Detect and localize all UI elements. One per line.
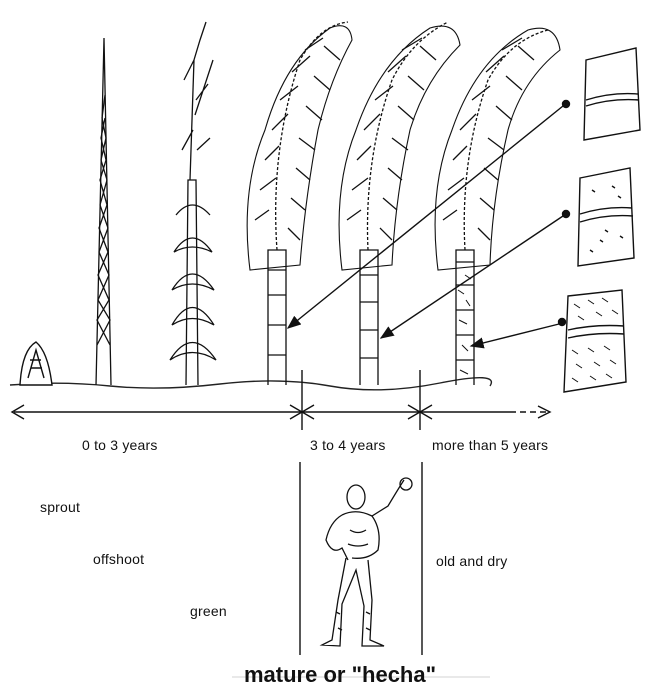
pointer-dot-old [559, 319, 566, 326]
stage-old-label: old and dry [436, 553, 507, 569]
old-bamboo-illustration [435, 28, 560, 385]
pointer-arrow-mature [381, 216, 563, 338]
offshoot-illustration [96, 38, 111, 385]
sprout-illustration [20, 342, 52, 385]
culm-section-young-illustration [584, 48, 640, 140]
pointer-arrows [288, 101, 570, 347]
age-timeline [12, 370, 550, 430]
mature-bamboo-illustration [247, 22, 352, 385]
green-culm-illustration [170, 22, 216, 385]
stage-sprout-label: sprout [40, 499, 80, 515]
culm-section-old-illustration [564, 290, 626, 392]
culm-section-mature-illustration [578, 168, 634, 266]
pointer-arrow-old [471, 324, 559, 346]
diagram-title: mature or "hecha" [244, 662, 436, 688]
period-over-5-years-label: more than 5 years [432, 437, 548, 453]
pointer-dot-young [563, 101, 570, 108]
ground-line [10, 378, 491, 390]
mature-man-box [300, 462, 422, 655]
strong-man-illustration [322, 478, 412, 646]
period-3-4-years-label: 3 to 4 years [310, 437, 386, 453]
stage-green-label: green [190, 603, 227, 619]
pointer-arrow-young [288, 106, 563, 328]
pointer-dot-mature [563, 211, 570, 218]
stage-offshoot-label: offshoot [93, 551, 144, 567]
period-0-3-years-label: 0 to 3 years [82, 437, 158, 453]
